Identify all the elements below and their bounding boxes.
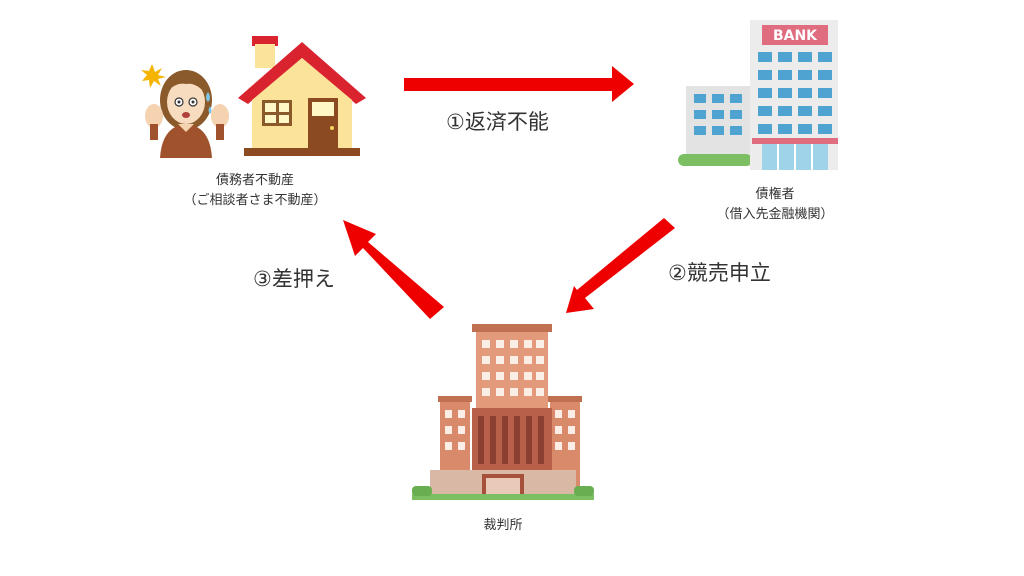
creditor-name: 債権者: [755, 187, 795, 202]
arrow-repayment-default: [404, 66, 634, 102]
arrow-auction-petition: [566, 218, 675, 313]
worried-woman-icon: [141, 64, 229, 158]
courthouse-icon: [412, 324, 594, 500]
step-1-label: ①返済不能: [446, 110, 549, 134]
house-icon: [238, 36, 366, 156]
bank-building-icon: BANK: [678, 20, 838, 170]
creditor-label: 債権者 （借入先金融機関）: [690, 185, 860, 225]
debtor-property-label: 債務者不動産 （ご相談者さま不動産）: [140, 171, 370, 211]
step-2-label: ②競売申立: [668, 261, 771, 285]
court-label: 裁判所: [483, 518, 523, 533]
debtor-subtitle: （ご相談者さま不動産）: [183, 193, 327, 208]
creditor-subtitle: （借入先金融機関）: [716, 207, 834, 222]
step-3-label: ③差押え: [253, 267, 335, 291]
debtor-name: 債務者不動産: [215, 173, 294, 188]
bank-sign-text: BANK: [773, 28, 818, 44]
arrow-seizure: [343, 220, 444, 319]
